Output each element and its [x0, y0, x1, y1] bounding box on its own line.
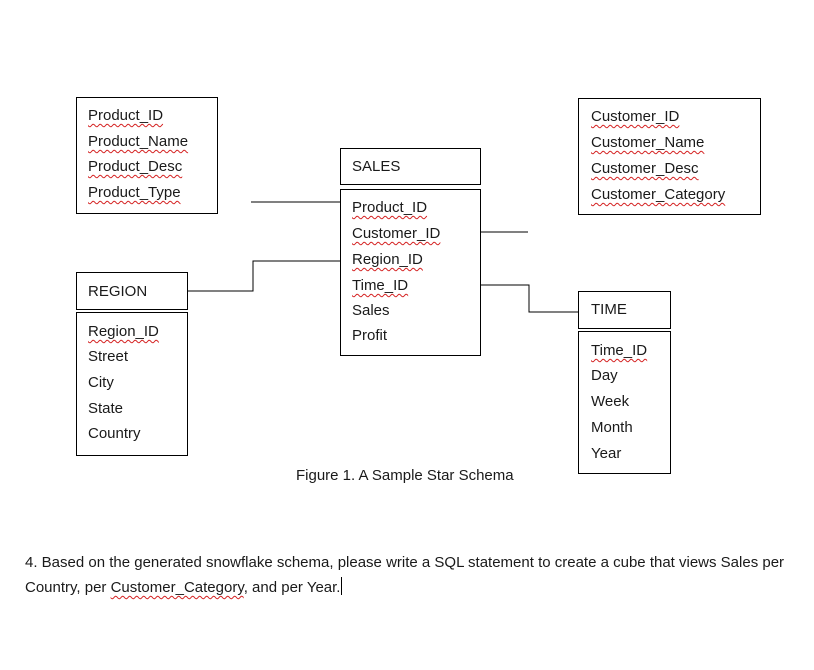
region-table: Region_ID Street City State Country	[76, 312, 188, 456]
sales-table-header: SALES	[340, 148, 481, 185]
region-field-city: City	[88, 374, 114, 391]
customer-field-customer-id: Customer_ID	[591, 108, 680, 125]
time-table-header: TIME	[578, 291, 671, 329]
figure-caption: Figure 1. A Sample Star Schema	[296, 467, 514, 484]
region-table-title: REGION	[88, 283, 148, 300]
text-cursor	[341, 577, 343, 595]
question-text: 4. Based on the generated snowflake sche…	[25, 550, 805, 600]
time-field-day: Day	[591, 367, 618, 384]
sales-time-connector	[480, 284, 578, 313]
question-highlight-term: Customer_Category	[110, 579, 244, 596]
region-sales-connector	[187, 260, 340, 292]
sales-table-title: SALES	[352, 158, 401, 175]
customer-field-customer-desc: Customer_Desc	[591, 160, 699, 177]
region-field-region-id: Region_ID	[88, 323, 159, 340]
customer-table: Customer_ID Customer_Name Customer_Desc …	[578, 98, 761, 215]
region-field-state: State	[88, 400, 124, 417]
region-field-street: Street	[88, 348, 129, 365]
product-field-product-desc: Product_Desc	[88, 158, 183, 175]
question-text-part1: 4. Based on the generated snowflake sche…	[25, 554, 785, 596]
customer-field-customer-name: Customer_Name	[591, 134, 705, 151]
time-field-month: Month	[591, 419, 633, 436]
sales-field-product-id: Product_ID	[352, 199, 428, 216]
sales-field-region-id: Region_ID	[352, 251, 423, 268]
product-field-product-type: Product_Type	[88, 184, 181, 201]
question-text-part2: , and per Year.	[243, 579, 341, 596]
product-field-product-id: Product_ID	[88, 107, 164, 124]
time-table: Time_ID Day Week Month Year	[578, 331, 671, 474]
region-table-header: REGION	[76, 272, 188, 310]
sales-field-time-id: Time_ID	[352, 277, 409, 294]
time-field-week: Week	[591, 393, 630, 410]
time-field-year: Year	[591, 445, 622, 462]
sales-field-customer-id: Customer_ID	[352, 225, 441, 242]
time-table-title: TIME	[591, 301, 627, 318]
product-field-product-name: Product_Name	[88, 133, 189, 150]
sales-field-profit: Profit	[352, 327, 388, 344]
region-field-country: Country	[88, 425, 141, 442]
sales-field-sales: Sales	[352, 302, 390, 319]
customer-field-customer-category: Customer_Category	[591, 186, 726, 203]
time-field-time-id: Time_ID	[591, 342, 648, 359]
product-table: Product_ID Product_Name Product_Desc Pro…	[76, 97, 218, 214]
sales-table: Product_ID Customer_ID Region_ID Time_ID…	[340, 189, 481, 356]
